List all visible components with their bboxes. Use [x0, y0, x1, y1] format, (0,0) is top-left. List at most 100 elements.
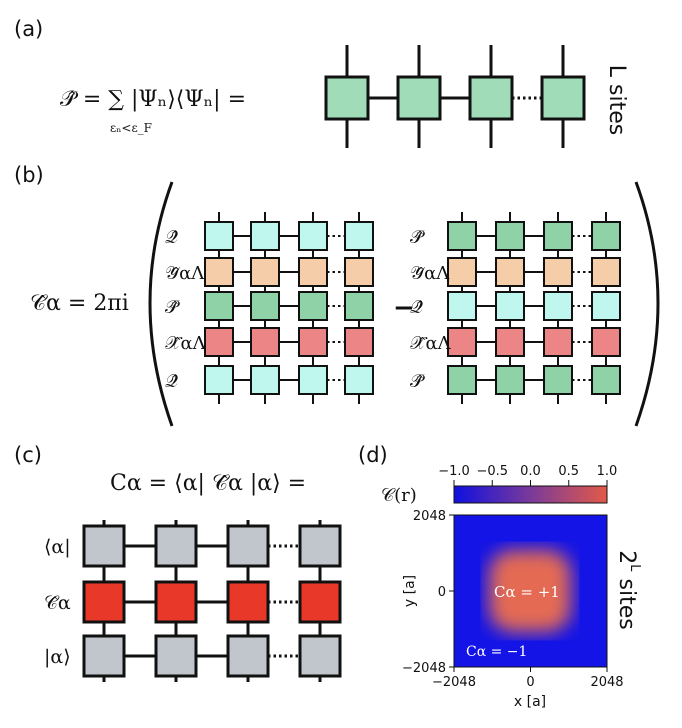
b-left-tensor: [250, 221, 280, 251]
a-tensor: [324, 75, 370, 121]
b-left-tensor: [250, 291, 280, 321]
x-tick-label: −2048: [432, 675, 476, 690]
c-row-label: ⟨α|: [44, 536, 71, 558]
b-right-tensor: [447, 327, 477, 357]
colorbar-tick-label: −0.5: [476, 464, 508, 479]
b-right-tensor: [591, 327, 621, 357]
a-tensor: [540, 75, 586, 121]
b-right-tensor: [543, 257, 573, 287]
b-right-tensor: [495, 257, 525, 287]
b-right-tensor: [543, 221, 573, 251]
b-left-tensor: [298, 257, 328, 287]
b-right-tensor: [543, 291, 573, 321]
y-tick-label: −2048: [402, 661, 446, 676]
colorbar-tick-label: 1.0: [597, 464, 618, 479]
colorbar-tick-label: −1.0: [438, 464, 470, 479]
c-tensor: [82, 634, 126, 678]
y-tick-label: 2048: [413, 509, 446, 524]
chern-marker-equation: Cα = ⟨α| 𝒞̂α |α⟩ =: [110, 471, 306, 496]
x-axis-label: x [a]: [514, 694, 546, 710]
panel-c-label: (c): [14, 443, 42, 467]
c-row-label: 𝒞̂α: [44, 592, 71, 614]
c-tensor: [226, 580, 270, 624]
b-left-tensor: [298, 327, 328, 357]
b-left-row-label: 𝒬̂: [165, 227, 178, 248]
chern-operator-equation: 𝒞̂α = 2πi: [30, 291, 129, 316]
y-axis-ticks: 2048 0 −2048: [402, 509, 454, 676]
right-big-paren: [634, 181, 660, 427]
b-right-row-label: 𝒴̂αΛ: [410, 263, 450, 284]
b-right-tensor: [591, 365, 621, 395]
x-tick-label: 0: [526, 675, 534, 690]
b-right-tensor: [447, 257, 477, 287]
b-right-tensor: [447, 365, 477, 395]
l-sites-label: L sites: [604, 65, 629, 135]
panel-c-tensor-network: ⟨α| 𝒞̂α |α⟩: [44, 520, 342, 682]
c-tensor: [154, 524, 198, 568]
b-right-row-label: 𝒳̂αΛ: [410, 333, 452, 354]
c-tensor: [82, 580, 126, 624]
b-left-tensor: [250, 327, 280, 357]
minus-sign: −: [393, 293, 415, 323]
y-tick-label: 0: [438, 585, 446, 600]
panel-a-label: (a): [14, 17, 43, 41]
b-left-tensor: [204, 327, 234, 357]
b-left-tensor: [250, 365, 280, 395]
colorbar: [453, 485, 608, 504]
y-axis-label: y [a]: [402, 575, 418, 607]
b-left-row-label: 𝒴̂αΛ: [165, 263, 205, 284]
b-left-tensor: [204, 365, 234, 395]
c-tensor: [298, 634, 342, 678]
b-right-tensor: [447, 221, 477, 251]
b-left-tensor: [204, 257, 234, 287]
c-tensor: [154, 634, 198, 678]
panel-b-label: (b): [14, 163, 44, 187]
b-left-tensor: [204, 291, 234, 321]
x-tick-label: 2048: [590, 675, 623, 690]
colorbar-tick-label: 0.5: [558, 464, 579, 479]
b-left-tensor: [298, 365, 328, 395]
colorbar-label: 𝒞(r): [381, 485, 417, 506]
c-tensor: [298, 524, 342, 568]
b-left-tensor: [344, 221, 374, 251]
c-tensor: [82, 524, 126, 568]
b-left-row-label: 𝒫̂: [165, 297, 180, 318]
b-right-row-label: 𝒫̂: [410, 227, 425, 248]
b-left-tensor: [298, 291, 328, 321]
x-axis-ticks: −2048 0 2048: [432, 667, 624, 690]
b-right-row-label: 𝒬̂: [410, 297, 423, 318]
inner-chern-label: Cα = +1: [494, 583, 560, 601]
b-right-tensor: [543, 365, 573, 395]
a-tensor: [468, 75, 514, 121]
a-tensor: [396, 75, 442, 121]
b-right-tensor: [495, 291, 525, 321]
panel-a-tensor-network: [324, 45, 586, 148]
b-right-tensor: [543, 327, 573, 357]
two-l-sites-label: 2L sites: [614, 550, 643, 629]
b-left-tensor: [344, 257, 374, 287]
b-right-tensor: [591, 291, 621, 321]
b-right-tensor: [495, 327, 525, 357]
projector-equation: 𝒫̂ = ∑ |Ψₙ⟩⟨Ψₙ| =: [60, 87, 246, 112]
b-right-row-label: 𝒫̂: [410, 371, 425, 392]
panel-d-label: (d): [358, 443, 388, 467]
b-left-tensor: [298, 221, 328, 251]
b-right-tensor: [591, 257, 621, 287]
heatmap-blob: [489, 550, 571, 632]
b-right-tensor: [447, 291, 477, 321]
b-left-tensor: [344, 327, 374, 357]
c-tensor: [226, 524, 270, 568]
panel-b-right-network: 𝒫̂ 𝒴̂αΛ 𝒬̂ 𝒳̂αΛ 𝒫̂: [410, 212, 621, 404]
b-right-tensor: [495, 365, 525, 395]
c-row-label: |α⟩: [44, 646, 71, 668]
b-left-tensor: [250, 257, 280, 287]
b-right-tensor: [591, 221, 621, 251]
b-left-row-label: 𝒬̂: [165, 371, 178, 392]
b-left-tensor: [204, 221, 234, 251]
outer-chern-label: Cα = −1: [466, 644, 527, 660]
heatmap: [453, 514, 608, 668]
left-big-paren: [148, 181, 174, 427]
